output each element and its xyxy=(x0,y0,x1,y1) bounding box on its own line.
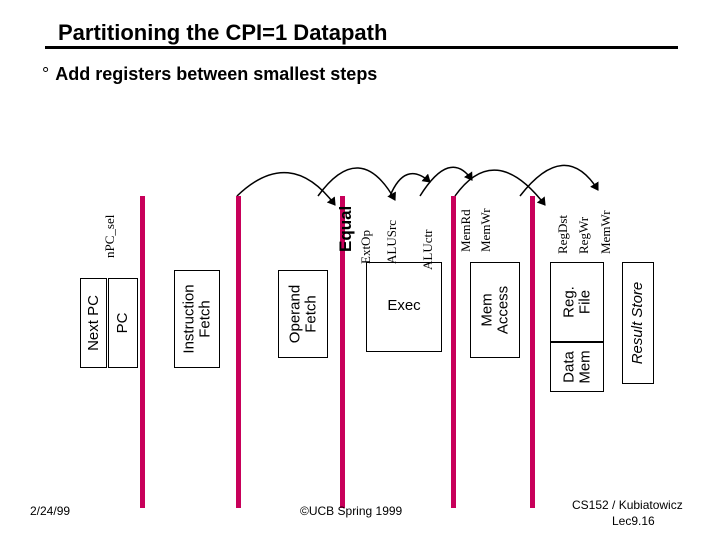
exec-box: Exec xyxy=(366,262,442,352)
footer-date: 2/24/99 xyxy=(30,504,71,518)
signal-aluctr: ALUctr xyxy=(420,229,435,270)
pipeline-register-bar xyxy=(451,196,456,508)
bullet-point: °Add registers between smallest steps xyxy=(42,64,377,85)
bullet-text: Add registers between smallest steps xyxy=(55,64,378,84)
mem-access-line1: Mem xyxy=(478,293,496,327)
pipeline-register-bar xyxy=(530,196,535,508)
reg-file-line2: File xyxy=(576,289,593,315)
pipeline-register-bar xyxy=(236,196,241,508)
title-underline xyxy=(45,46,678,49)
reg-file-line1: Reg. xyxy=(560,286,578,318)
arrow-to-memrd xyxy=(419,166,473,197)
arrow-to-aluctr xyxy=(389,172,431,197)
pc-box: PC xyxy=(108,278,138,368)
operand-fetch-line2: Fetch xyxy=(302,295,319,333)
result-store-box: Result Store xyxy=(622,262,654,384)
data-mem-line1: Data xyxy=(560,351,578,383)
operand-fetch-line1: Operand xyxy=(286,284,304,344)
signal-alusrc: ALUSrc xyxy=(384,219,399,264)
arrow-to-mem-ctrl xyxy=(454,169,546,206)
signal-memwr-result: MemWr xyxy=(598,210,613,254)
signal-regdst: RegDst xyxy=(555,215,570,254)
signal-equal: Equal xyxy=(336,205,355,252)
slide-title: Partitioning the CPI=1 Datapath xyxy=(58,20,388,45)
operand-fetch-box: Operand Fetch xyxy=(278,270,328,358)
arrow-to-equal xyxy=(236,172,336,206)
pc-label: PC xyxy=(114,312,132,334)
data-mem-box: Data Mem xyxy=(550,342,604,392)
pipeline-register-bar xyxy=(140,196,145,508)
instruction-fetch-line2: Fetch xyxy=(196,300,213,338)
arrow-to-regwr xyxy=(519,164,599,197)
signal-npc-sel: nPC_sel xyxy=(102,214,117,258)
data-mem-line2: Mem xyxy=(576,350,593,384)
bullet-mark: ° xyxy=(42,64,50,84)
signal-memrd: MemRd xyxy=(458,209,473,252)
footer-course: CS152 / Kubiatowicz xyxy=(572,498,683,512)
instruction-fetch-box: Instruction Fetch xyxy=(174,270,220,368)
signal-extop: ExtOp xyxy=(358,230,373,264)
signal-memwr-mem: MemWr xyxy=(478,208,493,252)
reg-file-box: Reg. File xyxy=(550,262,604,342)
instruction-fetch-line1: Instruction xyxy=(180,284,198,354)
exec-label: Exec xyxy=(387,297,421,314)
mem-access-box: Mem Access xyxy=(470,262,520,358)
signal-regwr: RegWr xyxy=(576,216,591,254)
next-pc-box: Next PC xyxy=(80,278,107,368)
pipeline-register-bar xyxy=(340,196,345,508)
footer-lecture: Lec9.16 xyxy=(612,514,655,528)
result-store-label: Result Store xyxy=(629,281,647,365)
mem-access-line2: Access xyxy=(494,285,511,335)
footer-copyright: ©UCB Spring 1999 xyxy=(300,504,403,518)
arrow-to-extop xyxy=(317,167,396,201)
next-pc-label: Next PC xyxy=(84,295,102,351)
